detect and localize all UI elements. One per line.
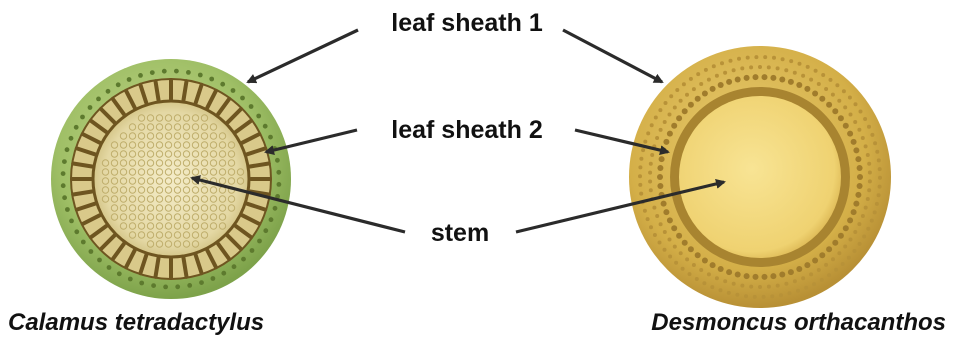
arrow-leaf-sheath-1-right <box>563 30 662 82</box>
stem-right <box>679 96 841 258</box>
calamus-cross-section <box>51 59 291 299</box>
species-name-right: Desmoncus orthacanthos <box>651 309 946 336</box>
label-leaf-sheath-1: leaf sheath 1 <box>391 9 543 37</box>
desmoncus-cross-section <box>629 46 891 308</box>
arrow-leaf-sheath-1-left <box>248 30 358 82</box>
label-leaf-sheath-2: leaf sheath 2 <box>391 116 542 144</box>
label-stem: stem <box>431 219 489 247</box>
species-name-left: Calamus tetradactylus <box>8 309 264 336</box>
